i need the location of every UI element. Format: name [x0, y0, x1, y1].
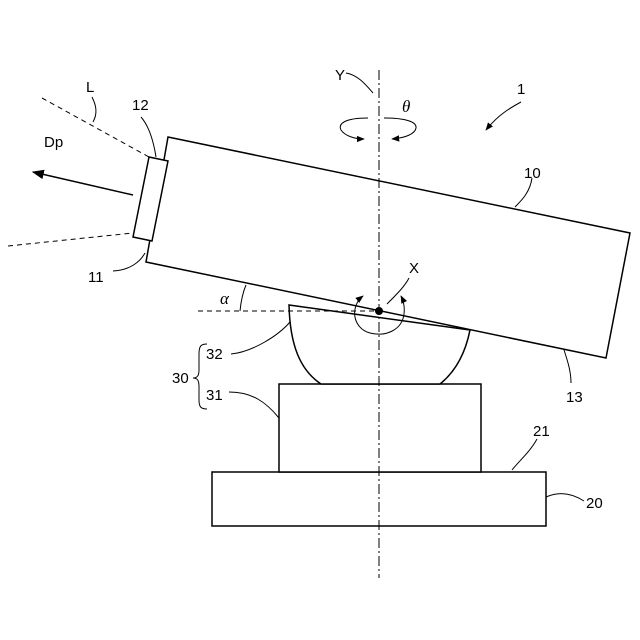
- pivot-point: [375, 307, 383, 315]
- direction-arrow: [33, 172, 133, 195]
- leader-base-top: [512, 439, 537, 470]
- label-mount-pedestal: 31: [206, 387, 223, 404]
- leader-device: [486, 102, 521, 130]
- pan-rotation-arrow-left: [340, 118, 368, 139]
- label-device: 1: [517, 81, 525, 98]
- leader-camera-body: [515, 178, 532, 207]
- leader-mount-dome: [231, 322, 290, 354]
- tilt-angle-arc: [240, 285, 246, 311]
- label-tilt-angle: α: [220, 289, 230, 308]
- label-vertical-axis: Y: [335, 67, 345, 84]
- label-camera-body: 10: [524, 165, 541, 182]
- leader-mount-pedestal: [229, 392, 279, 418]
- label-horizontal-axis: X: [409, 260, 419, 277]
- label-direction: Dp: [44, 134, 63, 151]
- label-rear-end: 13: [566, 389, 583, 406]
- label-mount-dome: 32: [206, 346, 223, 363]
- label-pan-angle: θ: [402, 97, 410, 116]
- leader-front-end: [113, 253, 145, 271]
- label-lens: 12: [132, 97, 149, 114]
- label-light: L: [86, 79, 94, 96]
- mount-bracket: [193, 344, 207, 409]
- label-front-end: 11: [88, 269, 104, 286]
- label-mount: 30: [172, 370, 189, 387]
- leader-rear-end: [564, 350, 571, 383]
- label-base-top: 21: [533, 423, 550, 440]
- leader-vertical-axis: [346, 73, 373, 93]
- mount-pedestal: [279, 384, 481, 472]
- leader-base: [546, 494, 584, 501]
- label-base: 20: [586, 495, 603, 512]
- leader-lens: [141, 117, 156, 157]
- light-lower-line: [8, 233, 133, 246]
- leader-light: [92, 97, 96, 122]
- pan-rotation-arrow-right: [384, 118, 416, 139]
